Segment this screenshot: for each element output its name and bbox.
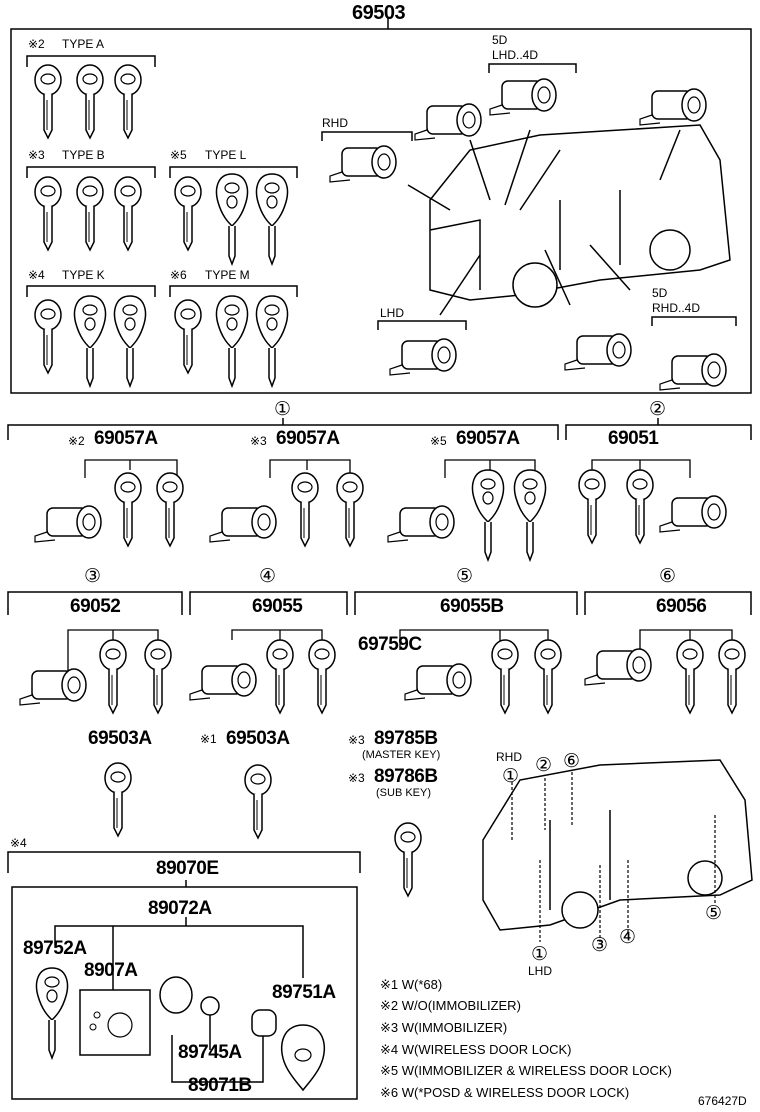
van-marker-1-bottom: ① [531,944,549,965]
part-89071b: 89071B [188,1075,252,1096]
lhd-4d-top: 5D [492,33,508,47]
part-89752a: 89752A [23,938,87,959]
part-69503a-w-mark: ※1 [200,732,217,746]
van-lhd-label: LHD [528,964,553,978]
footnote-3: ※3 W(IMMOBILIZER) [380,1020,508,1035]
footnote-4: ※4 W(WIRELESS DOOR LOCK) [380,1042,572,1057]
part-89745a: 89745A [178,1042,242,1063]
part-1c-number: 69057A [456,428,520,449]
part-69051: 69051 [608,428,659,449]
part-1b-mark: ※3 [250,434,267,448]
sub-key-desc: (SUB KEY) [376,787,432,799]
type-l-label: TYPE L [205,148,247,162]
rhd-4d-top: 5D [652,286,668,300]
group-3-marker: ③ [84,566,102,587]
assembly-part-number: 69503 [352,2,406,24]
type-l-mark: ※5 [170,148,187,162]
type-m-mark: ※6 [170,268,187,282]
master-key-mark: ※3 [348,733,365,747]
rhd-label: RHD [322,116,348,130]
sub-key-number: 89786B [374,766,438,787]
type-b-label: TYPE B [62,148,105,162]
group-1-marker: ① [274,399,292,420]
part-69759c: 69759C [358,634,422,655]
part-89751a: 89751A [272,982,336,1003]
part-69055: 69055 [252,596,303,617]
footnote-5: ※5 W(IMMOBILIZER & WIRELESS DOOR LOCK) [380,1063,672,1078]
part-69503a-w: 69503A [226,728,290,749]
type-m-label: TYPE M [205,268,250,282]
group-4-marker: ④ [259,566,277,587]
part-1a-number: 69057A [94,428,158,449]
part-1b-number: 69057A [276,428,340,449]
lhd-4d-label: LHD..4D [492,48,539,62]
sub-key-mark: ※3 [348,771,365,785]
part-89072a: 89072A [148,898,212,919]
master-key-desc: (MASTER KEY) [362,749,441,761]
part-69052: 69052 [70,596,121,617]
group-6-marker: ⑥ [659,566,677,587]
wireless-mark: ※4 [10,836,27,850]
van-marker-6: ⑥ [563,751,581,772]
part-8907a: 8907A [84,960,138,981]
van-marker-1-top: ① [502,766,520,787]
part-69056: 69056 [656,596,707,617]
rhd-4d-label: RHD..4D [652,301,701,315]
van-marker-2: ② [535,755,553,776]
part-89070e: 89070E [156,858,219,879]
type-a-mark: ※2 [28,37,45,51]
footnote-1: ※1 W(*68) [380,977,443,992]
type-k-mark: ※4 [28,268,45,282]
type-a-label: TYPE A [62,37,105,51]
type-b-mark: ※3 [28,148,45,162]
van-marker-5: ⑤ [705,903,723,924]
part-69055b: 69055B [440,596,504,617]
part-1a-mark: ※2 [68,434,85,448]
part-69503a: 69503A [88,728,152,749]
van-rhd-label: RHD [496,750,522,764]
footnote-2: ※2 W/O(IMMOBILIZER) [380,998,521,1013]
van-marker-4: ④ [619,927,637,948]
master-key-number: 89785B [374,728,438,749]
lhd-label: LHD [380,306,405,320]
footnote-6: ※6 W(*POSD & WIRELESS DOOR LOCK) [380,1085,630,1100]
type-k-label: TYPE K [62,268,105,282]
group-5-marker: ⑤ [456,566,474,587]
part-1c-mark: ※5 [430,434,447,448]
van-marker-3: ③ [591,935,609,956]
diagram-code: 676427D [698,1094,747,1108]
group-2-marker: ② [649,399,667,420]
assembly-frame [10,28,752,394]
